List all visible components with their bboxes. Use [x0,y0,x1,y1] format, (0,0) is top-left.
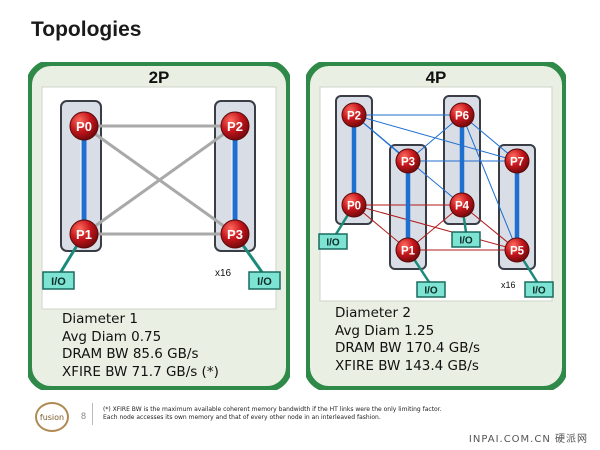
panel-2p: P0 P1 P2 P3 I/O I/O x16 2P Diameter 1 Av… [28,62,290,390]
node-label: P3 [401,157,415,169]
node-label: P7 [510,157,524,169]
node-label: P0 [76,119,92,134]
node-label: P5 [510,246,525,258]
node-label: P3 [227,227,243,242]
io-box: I/O [451,231,481,248]
footnote-line: (*) XFIRE BW is the maximum available co… [103,406,442,413]
stat-avg-diam: Avg Diam 1.25 [335,322,435,339]
node-p6: P6 [449,102,475,128]
panel-4p-frame: P2 P0 P3 P1 P6 P4 P7 P5 [306,62,566,390]
stat-dram-bw: DRAM BW 170.4 GB/s [335,340,481,356]
logo-text: fusion [39,412,65,422]
panel-2p-frame: P0 P1 P2 P3 I/O I/O x16 [28,62,290,390]
io-label: I/O [424,286,438,297]
footnote-line: Each node accesses its own memory and th… [103,414,381,421]
panel-4p: P2 P0 P3 P1 P6 P4 P7 P5 [306,62,566,390]
node-p7: P7 [504,148,530,174]
node-p0: P0 [69,111,99,141]
node-p3: P3 [395,148,421,174]
node-p2: P2 [220,111,250,141]
io-label: I/O [532,286,546,297]
node-p0: P0 [341,192,367,218]
stat-dram-bw: DRAM BW 85.6 GB/s [62,346,199,362]
panel-2p-title: 2P [148,68,170,87]
panel-2p-stats: Diameter 1 Avg Diam 0.75 DRAM BW 85.6 GB… [62,311,219,381]
node-label: P0 [347,201,361,213]
gray-links [83,124,236,236]
io-label: I/O [459,236,473,247]
footer-divider [92,403,93,425]
panel-4p-title: 4P [425,68,447,87]
node-p1: P1 [69,219,99,249]
node-p4: P4 [449,192,475,218]
node-label: P2 [347,111,361,123]
io-box: I/O [248,271,281,290]
node-p3: P3 [220,219,250,249]
io-label: I/O [51,276,66,288]
stat-xfire-bw: XFIRE BW 143.4 GB/s [335,357,479,374]
io-box: I/O [416,281,446,298]
stat-xfire-bw: XFIRE BW 71.7 GB/s (*) [62,363,219,380]
blue-links [351,115,520,250]
link-width-label: x16 [215,268,232,279]
io-box: I/O [318,233,348,250]
node-label: P6 [455,111,469,123]
panel-4p-stats: Diameter 2 Avg Diam 1.25 DRAM BW 170.4 G… [335,305,480,375]
stat-avg-diam: Avg Diam 0.75 [62,328,162,345]
node-label: P4 [455,201,470,213]
stat-diameter: Diameter 1 [62,311,138,327]
io-label: I/O [257,276,272,288]
node-label: P1 [401,246,416,258]
link-width-label: x16 [501,280,516,290]
node-p5: P5 [504,237,530,263]
node-label: P2 [227,119,243,134]
blue-links [81,126,238,234]
node-p1: P1 [395,237,421,263]
footnote: (*) XFIRE BW is the maximum available co… [103,406,442,422]
slide-title: Topologies [31,18,142,41]
watermark: INPAI.COM.CN 硬派网 [468,434,588,445]
page-number: 8 [81,411,87,421]
io-box: I/O [524,281,554,298]
node-p2: P2 [341,102,367,128]
io-box: I/O [42,271,75,290]
node-label: P1 [76,227,92,242]
stat-diameter: Diameter 2 [335,305,411,321]
fusion-logo: fusion [35,402,69,432]
io-label: I/O [326,238,340,249]
